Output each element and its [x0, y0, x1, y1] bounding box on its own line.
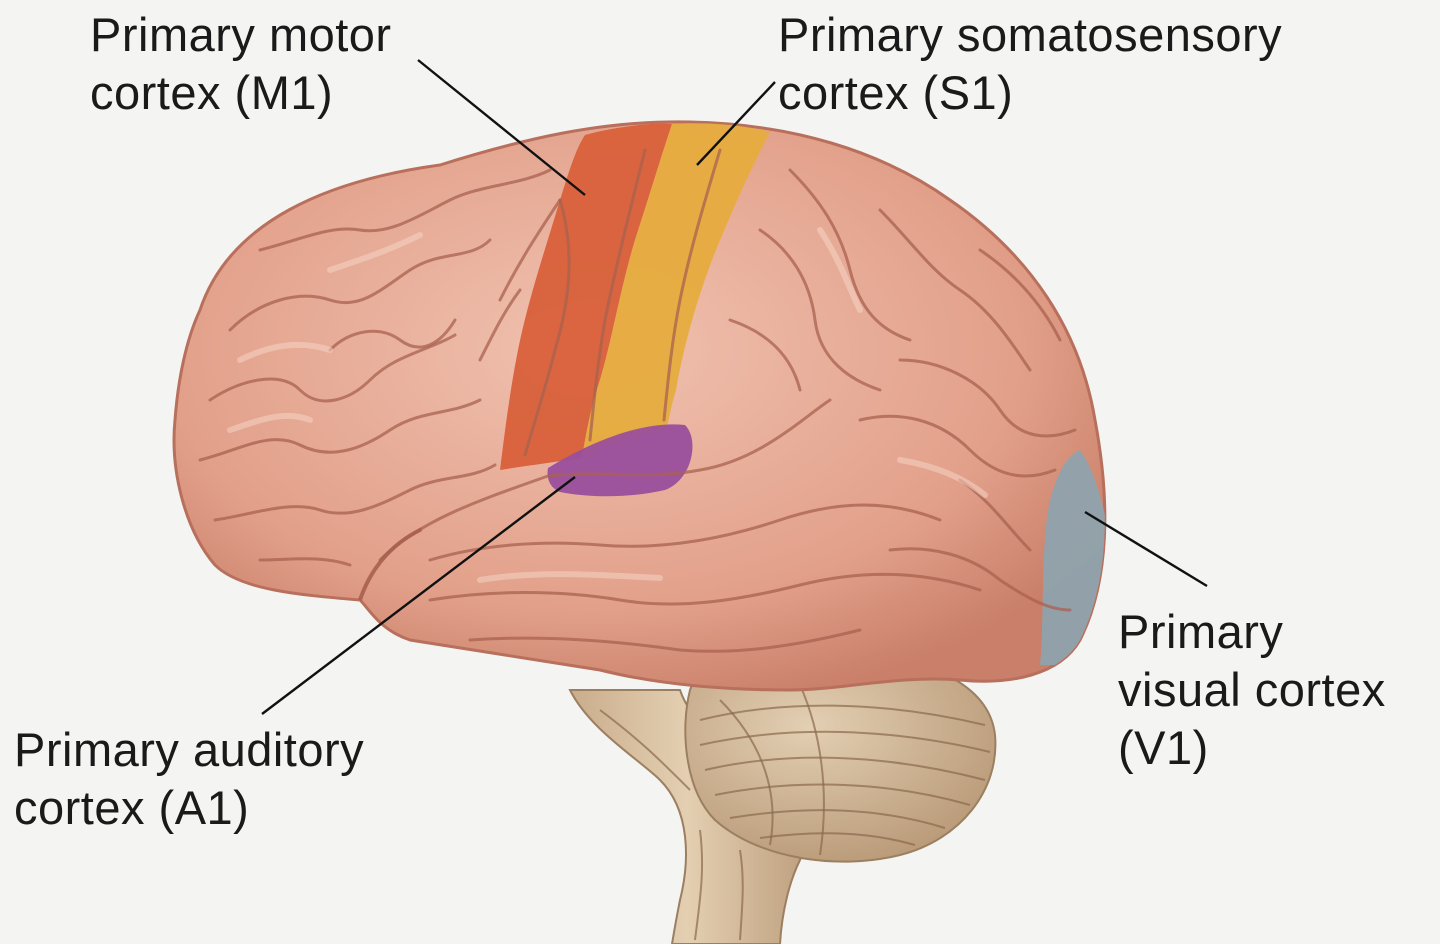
somatosensory-cortex-s1: [582, 123, 770, 459]
leader-line-m1: [417, 59, 586, 196]
label-primary-somatosensory-cortex: Primary somatosensory cortex (S1): [778, 6, 1282, 122]
label-s1-line2: cortex (S1): [778, 66, 1014, 119]
leader-line-v1: [1084, 510, 1208, 588]
leader-line-s1: [696, 81, 776, 166]
label-m1-line2: cortex (M1): [90, 66, 334, 119]
label-primary-auditory-cortex: Primary auditory cortex (A1): [14, 721, 364, 837]
sulci-pattern: [198, 148, 1077, 653]
label-primary-motor-cortex: Primary motor cortex (M1): [90, 6, 392, 122]
label-v1-line1: Primary: [1118, 605, 1284, 658]
auditory-cortex-a1: [547, 424, 693, 497]
label-v1-line2: visual cortex: [1118, 663, 1386, 716]
label-primary-visual-cortex: Primary visual cortex (V1): [1118, 603, 1386, 777]
label-v1-line3: (V1): [1118, 721, 1209, 774]
label-a1-line2: cortex (A1): [14, 781, 250, 834]
label-s1-line1: Primary somatosensory: [778, 8, 1283, 61]
cerebellum-folia: [699, 684, 991, 856]
gyri-highlights: [227, 227, 988, 583]
label-m1-line1: Primary motor: [90, 8, 392, 61]
label-a1-line1: Primary auditory: [14, 723, 365, 776]
leader-line-a1: [261, 476, 576, 715]
